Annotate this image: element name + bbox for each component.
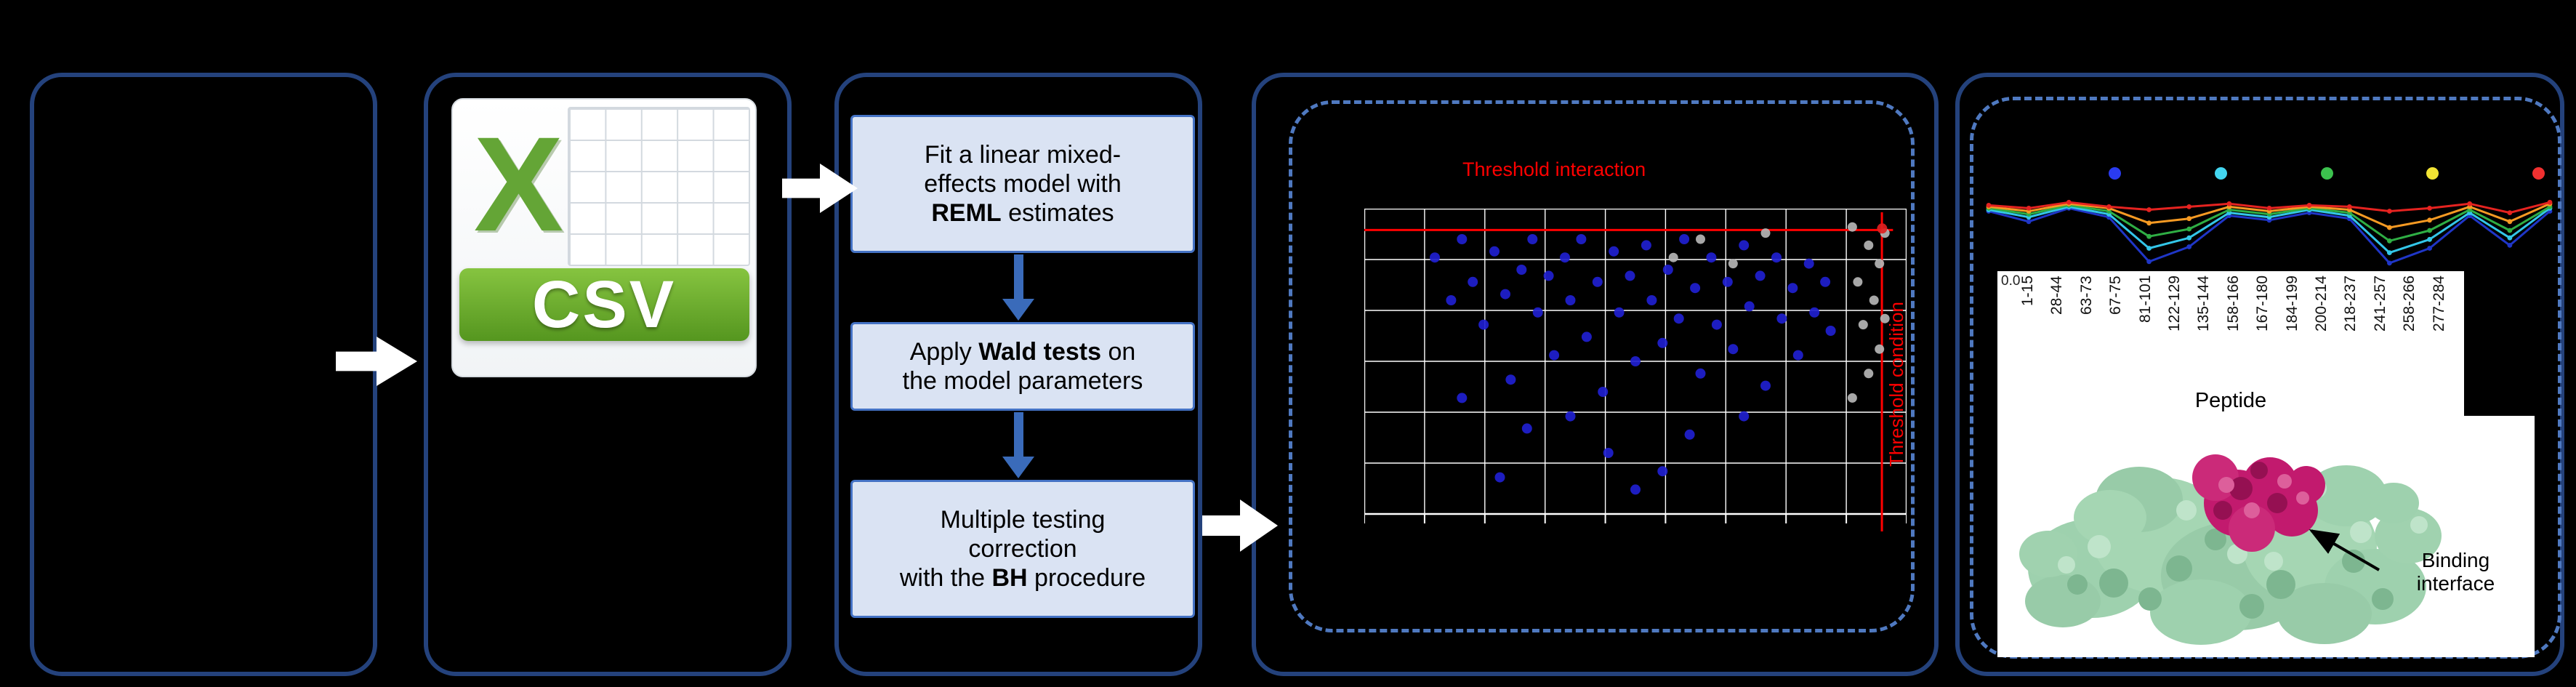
threshold-interaction-label: Threshold interaction [1462, 158, 1646, 180]
step-text: estimates [1001, 199, 1114, 228]
peptide-tick-label: 1-15 [2019, 276, 2036, 307]
peptide-axis-box: 0.0 1-15 28-44 63-73 67-75 81-101 122-129 135-… [1997, 271, 2464, 416]
timepoint-legend-dots [2109, 167, 2545, 180]
peptide-tick-label: 67-75 [2107, 276, 2125, 315]
timepoint-dot [2109, 167, 2121, 180]
peptide-tick-label: 258-266 [2401, 276, 2418, 332]
arrow-head [1002, 299, 1034, 321]
panel-global-scatter: Threshold interaction Threshold conditio… [1252, 73, 1939, 676]
step-text: Multiple testing correction [940, 505, 1106, 563]
step-text: on the model parameters [902, 337, 1143, 395]
csv-label: CSV [531, 267, 677, 342]
spreadsheet-grid [567, 106, 751, 266]
csv-label-band: CSV [459, 267, 749, 342]
peptide-tick-label: 200-214 [2313, 276, 2330, 332]
peptide-tick-label: 135-144 [2195, 276, 2213, 332]
peptide-tick-label: 63-73 [2077, 276, 2095, 315]
peptide-tick-label: 184-199 [2283, 276, 2301, 332]
panel-input-data [30, 73, 377, 676]
peptide-tick-label: 28-44 [2048, 276, 2066, 315]
peptide-axis-label: Peptide [2194, 389, 2267, 412]
arrow-stem [1013, 254, 1023, 299]
binding-arrow [2309, 529, 2380, 571]
peptide-tick-label: 218-237 [2342, 276, 2359, 332]
protein-structure [2019, 454, 2442, 645]
step-bold: REML [931, 199, 1002, 228]
step-text: Fit a linear mixed-effects model with [924, 140, 1122, 198]
step-text: procedure [1027, 564, 1146, 592]
step-bold: Wald tests [978, 337, 1101, 366]
peptide-tick-label: 158-166 [2224, 276, 2242, 332]
peptide-tick-label: 167-180 [2254, 276, 2271, 332]
timepoint-dot [2532, 167, 2545, 180]
panel-statistical-pipeline: Fit a linear mixed-effects model with RE… [834, 73, 1202, 676]
peptide-tick-labels: 1-15 28-44 63-73 67-75 81-101 122-129 135-144 1… [2019, 276, 2460, 386]
step-wald-tests: Apply Wald tests on the model parameters [850, 322, 1195, 411]
excel-x-logo: X [473, 110, 564, 260]
peptide-tick-label: 277-284 [2430, 276, 2447, 332]
panel-peptide-results: 0.0 1-15 28-44 63-73 67-75 81-101 122-129 135-… [1955, 73, 2564, 676]
binding-interface-label: Binding interface [2416, 549, 2495, 595]
down-arrow-2 [839, 412, 1198, 478]
timepoint-dot [2320, 167, 2333, 180]
protein-structure-box: Binding interface [1997, 416, 2535, 657]
csv-file-icon: X CSV [451, 98, 757, 377]
step-bh-correction: Multiple testing correction with the BH … [850, 480, 1195, 618]
step-text: with the [899, 564, 992, 592]
peptide-tick-label: 122-129 [2166, 276, 2183, 332]
arrow-head [1002, 457, 1034, 478]
step-text: Apply [909, 337, 979, 366]
peptide-tick-label: 241-257 [2371, 276, 2388, 332]
panel-csv-file: X CSV [424, 73, 792, 676]
dashed-frame [1289, 100, 1915, 632]
y-axis-tick: 0.0 [2001, 273, 2021, 289]
step-reml-model: Fit a linear mixed-effects model with RE… [850, 115, 1195, 253]
volcano-scatter-plot [1364, 209, 1907, 531]
binding-interface-region [2192, 454, 2325, 552]
step-bold: BH [991, 564, 1028, 592]
uptake-line-chart [1986, 199, 2553, 266]
down-arrow-1 [839, 254, 1198, 321]
arrow-stem [1013, 412, 1023, 457]
timepoint-dot [2426, 167, 2439, 180]
peptide-tick-label: 81-101 [2136, 276, 2154, 324]
threshold-condition-label: Threshold condition [1885, 302, 1907, 467]
timepoint-dot [2214, 167, 2227, 180]
